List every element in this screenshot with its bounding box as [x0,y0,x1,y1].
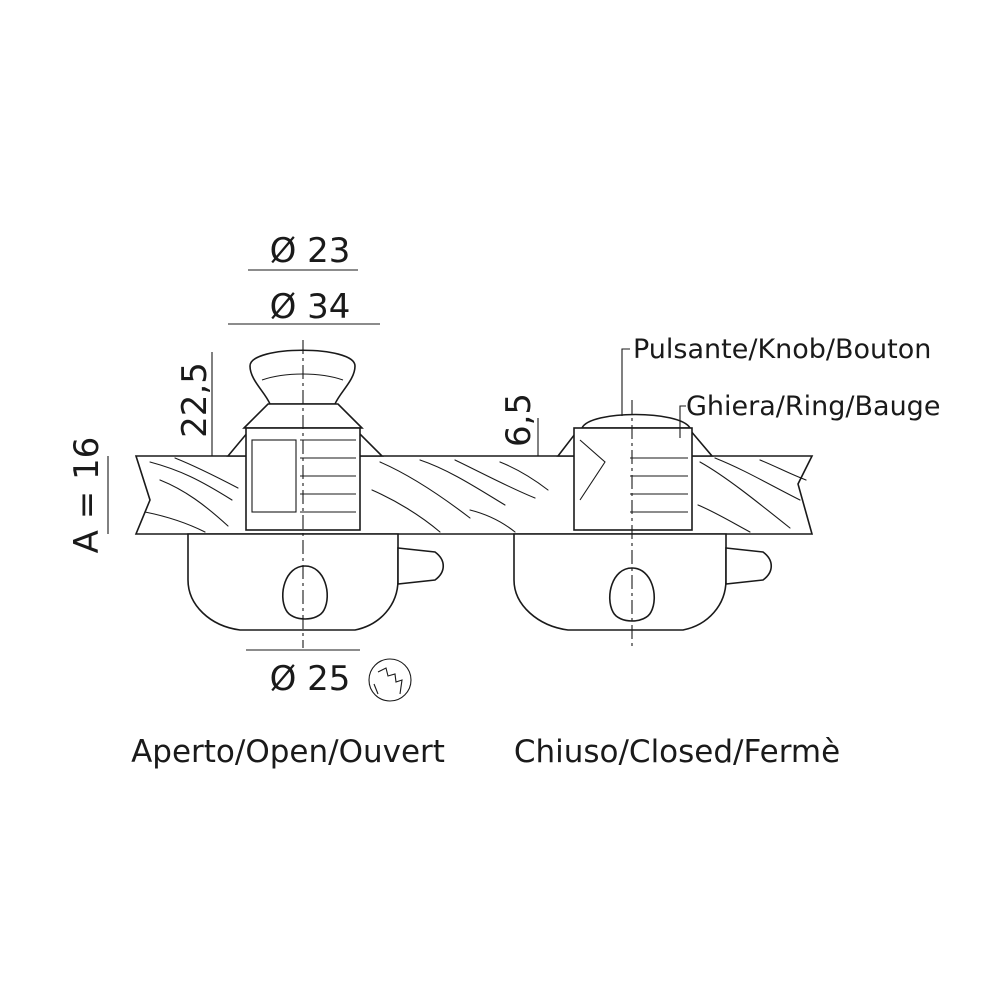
thickness-a-label: A = 16 [67,437,107,554]
diameter-23-label: Ø 23 [270,231,351,271]
ring-leader [679,405,686,438]
height-6-5-label: 6,5 [499,393,539,447]
open-state-label: Aperto/Open/Ouvert [131,734,445,770]
height-22-5-label: 22,5 [175,362,215,438]
open-lock [187,340,445,648]
wood-grain [144,457,807,533]
closed-cam [725,547,773,585]
wood-panel [134,455,814,535]
closed-knob [580,413,692,429]
diameter-34-label: Ø 34 [270,287,351,327]
open-cam [397,547,445,585]
closed-lock [513,400,773,648]
knob-leader [621,348,630,416]
key-icon [368,658,412,702]
open-keyhole [282,565,328,620]
ring-label: Ghiera/Ring/Bauge [686,391,940,422]
closed-state-label: Chiuso/Closed/Fermè [514,734,840,770]
closed-body [573,427,693,531]
dimension-lines [107,269,686,651]
diameter-25-label: Ø 25 [270,659,351,699]
knob-label: Pulsante/Knob/Bouton [633,334,931,365]
